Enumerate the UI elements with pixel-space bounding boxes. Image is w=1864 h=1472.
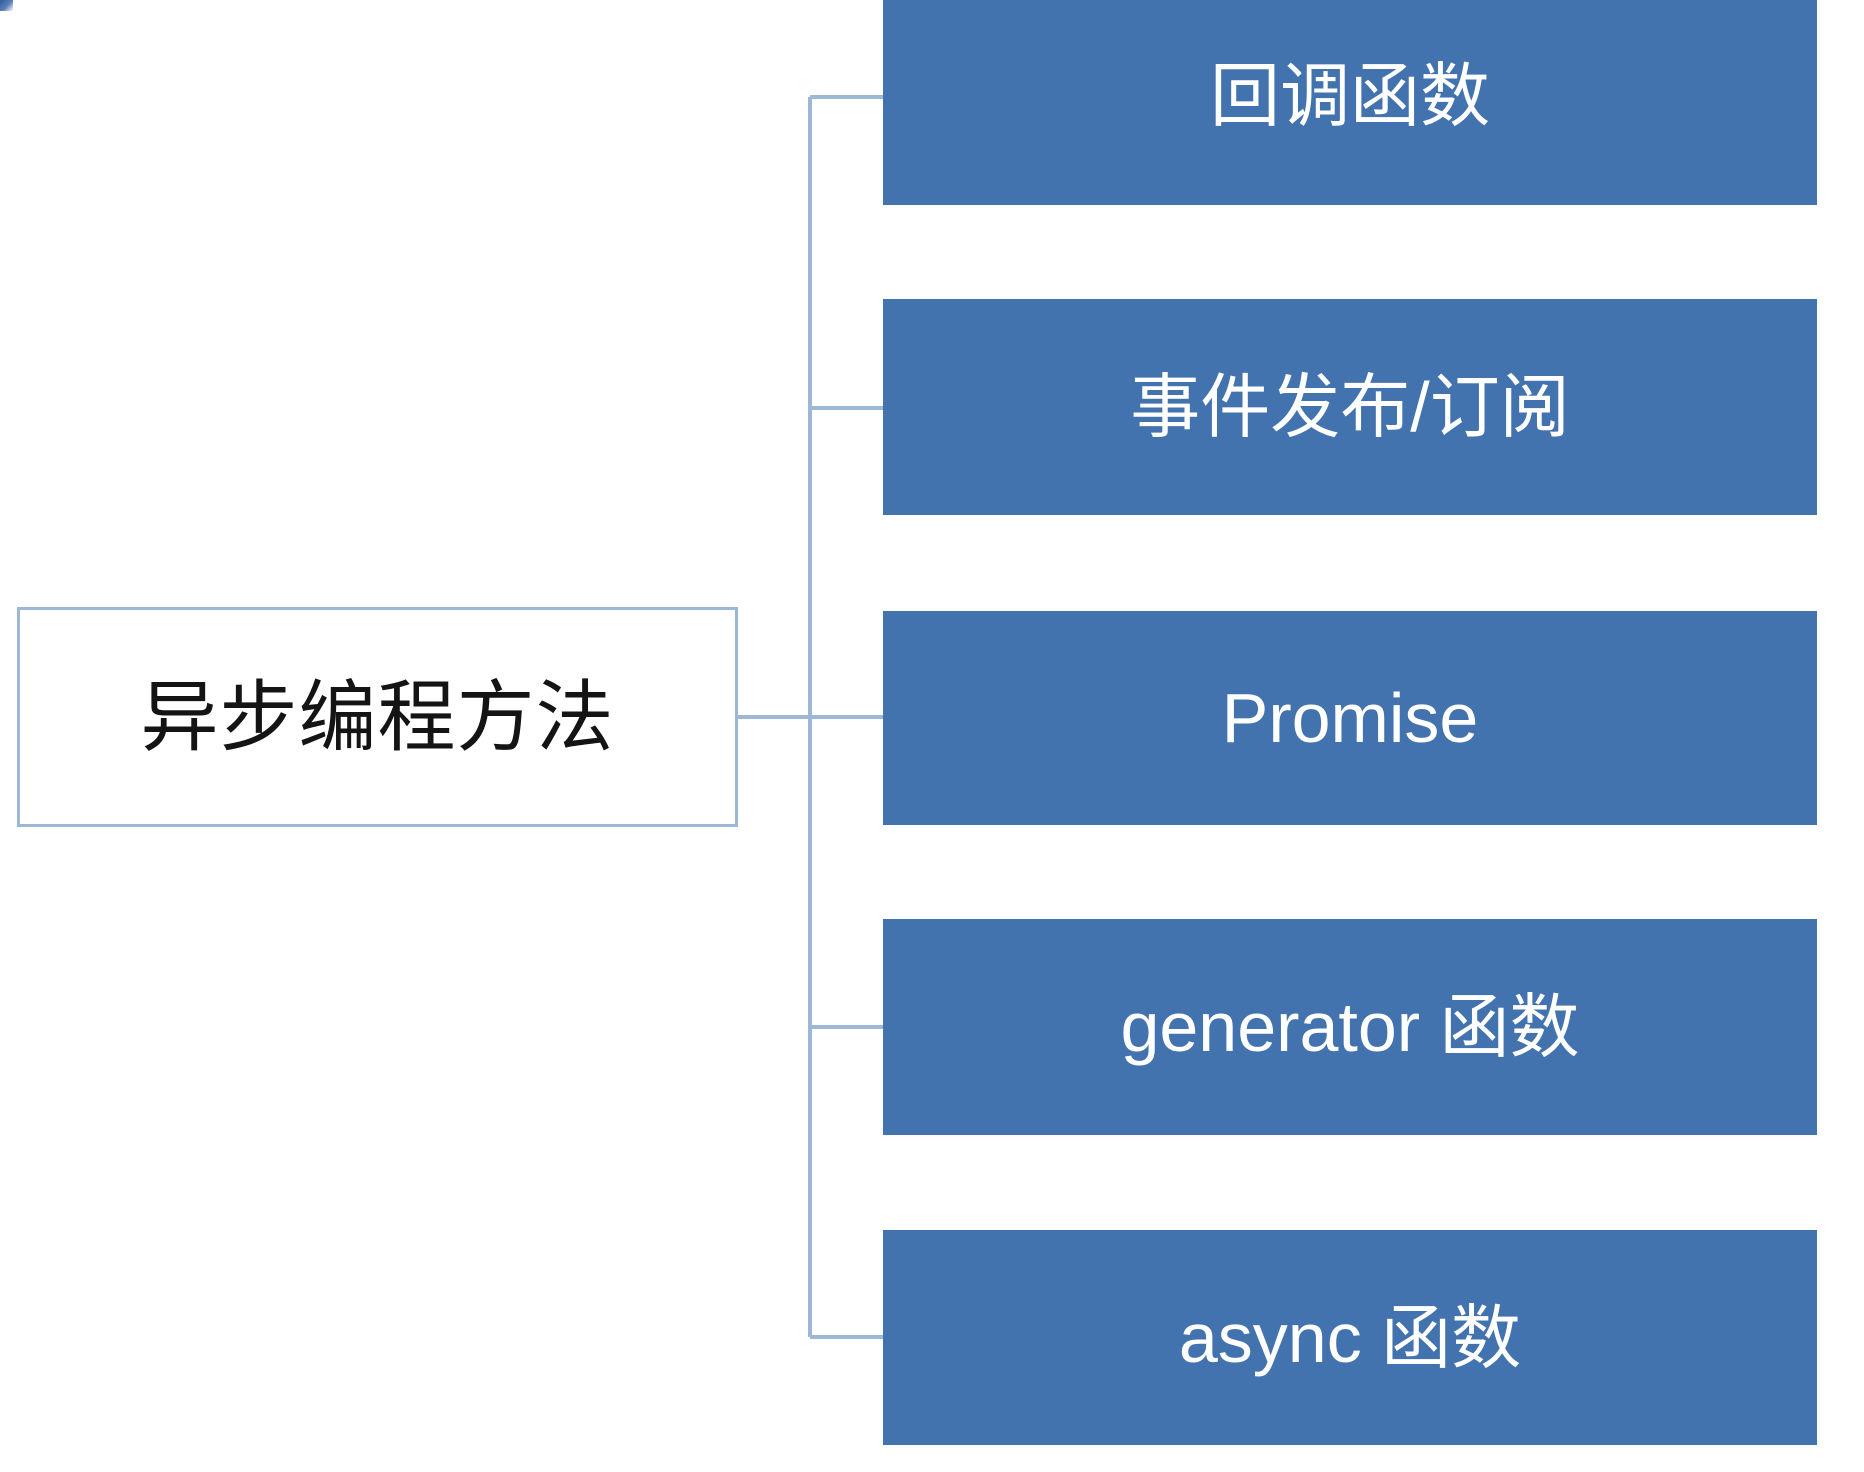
branch-node-label: generator 函数 bbox=[1120, 988, 1580, 1066]
branch-node-label: async 函数 bbox=[1178, 1298, 1522, 1377]
corner-artifact bbox=[0, 0, 13, 11]
root-node-label: 异步编程方法 bbox=[140, 673, 615, 761]
branch-node-generator[interactable]: generator 函数 bbox=[883, 919, 1817, 1135]
branch-node-promise[interactable]: Promise bbox=[883, 611, 1817, 825]
branch-node-async[interactable]: async 函数 bbox=[883, 1230, 1817, 1445]
branch-node-label: 回调函数 bbox=[1210, 57, 1490, 135]
branch-node-label: 事件发布/订阅 bbox=[1130, 368, 1570, 446]
branch-node-label: Promise bbox=[1221, 679, 1479, 757]
branch-node-event-pubsub[interactable]: 事件发布/订阅 bbox=[883, 299, 1817, 515]
root-node[interactable]: 异步编程方法 bbox=[17, 607, 738, 827]
branch-node-callback[interactable]: 回调函数 bbox=[883, 0, 1817, 205]
